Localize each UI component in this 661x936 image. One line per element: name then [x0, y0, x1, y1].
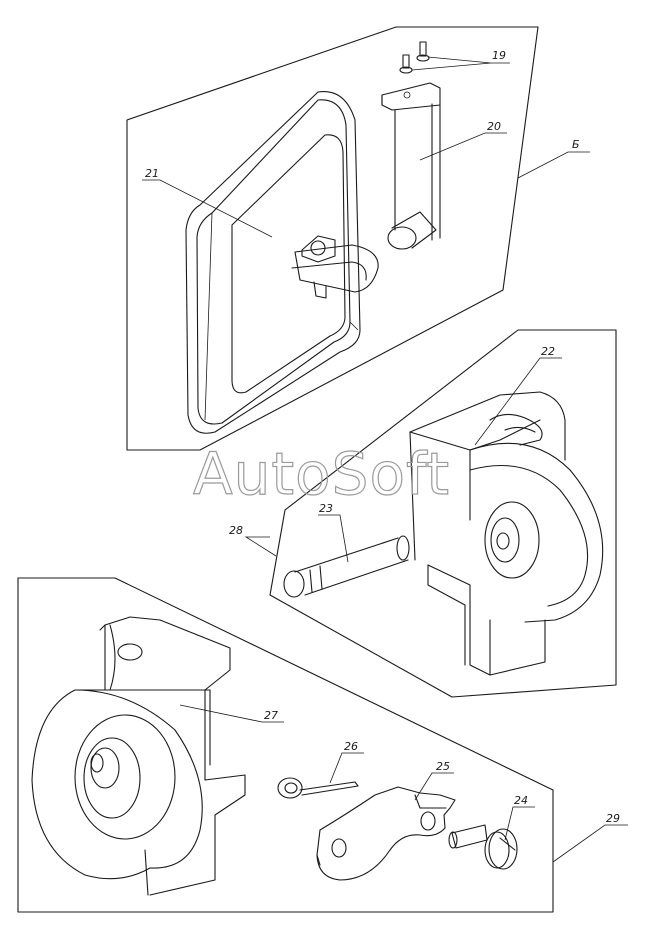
watermark-logo: AutoSoft [193, 440, 450, 508]
part-23-pin [283, 535, 410, 598]
group-frame-29 [17, 577, 554, 913]
part-21-mirror [185, 91, 379, 434]
callout-27: 27 [264, 709, 278, 722]
part-19-screws [399, 41, 430, 74]
callout-29: 29 [606, 812, 620, 825]
callout-23: 23 [319, 502, 333, 515]
callout-19: 19 [492, 49, 506, 62]
part-24-screw [448, 824, 518, 870]
part-27-hinge-base [31, 616, 246, 896]
part-22-hinge-body [409, 391, 604, 676]
callout-28: 28 [229, 524, 243, 537]
leader-lines [142, 56, 628, 863]
callout-21: 21 [145, 167, 159, 180]
callout-labels: 19 20 Б 21 22 23 28 27 26 25 24 29 [145, 49, 620, 825]
callout-25: 25 [436, 760, 450, 773]
part-20-bracket-arm [381, 82, 441, 250]
callout-20: 20 [487, 120, 501, 133]
group-frame-28 [269, 329, 617, 698]
callout-26: 26 [344, 740, 358, 753]
part-25-lever [316, 786, 456, 881]
callout-b: Б [572, 138, 580, 151]
part-26-spring [277, 777, 359, 799]
group-frame-b [126, 26, 539, 451]
callout-22: 22 [541, 345, 555, 358]
callout-24: 24 [514, 794, 528, 807]
